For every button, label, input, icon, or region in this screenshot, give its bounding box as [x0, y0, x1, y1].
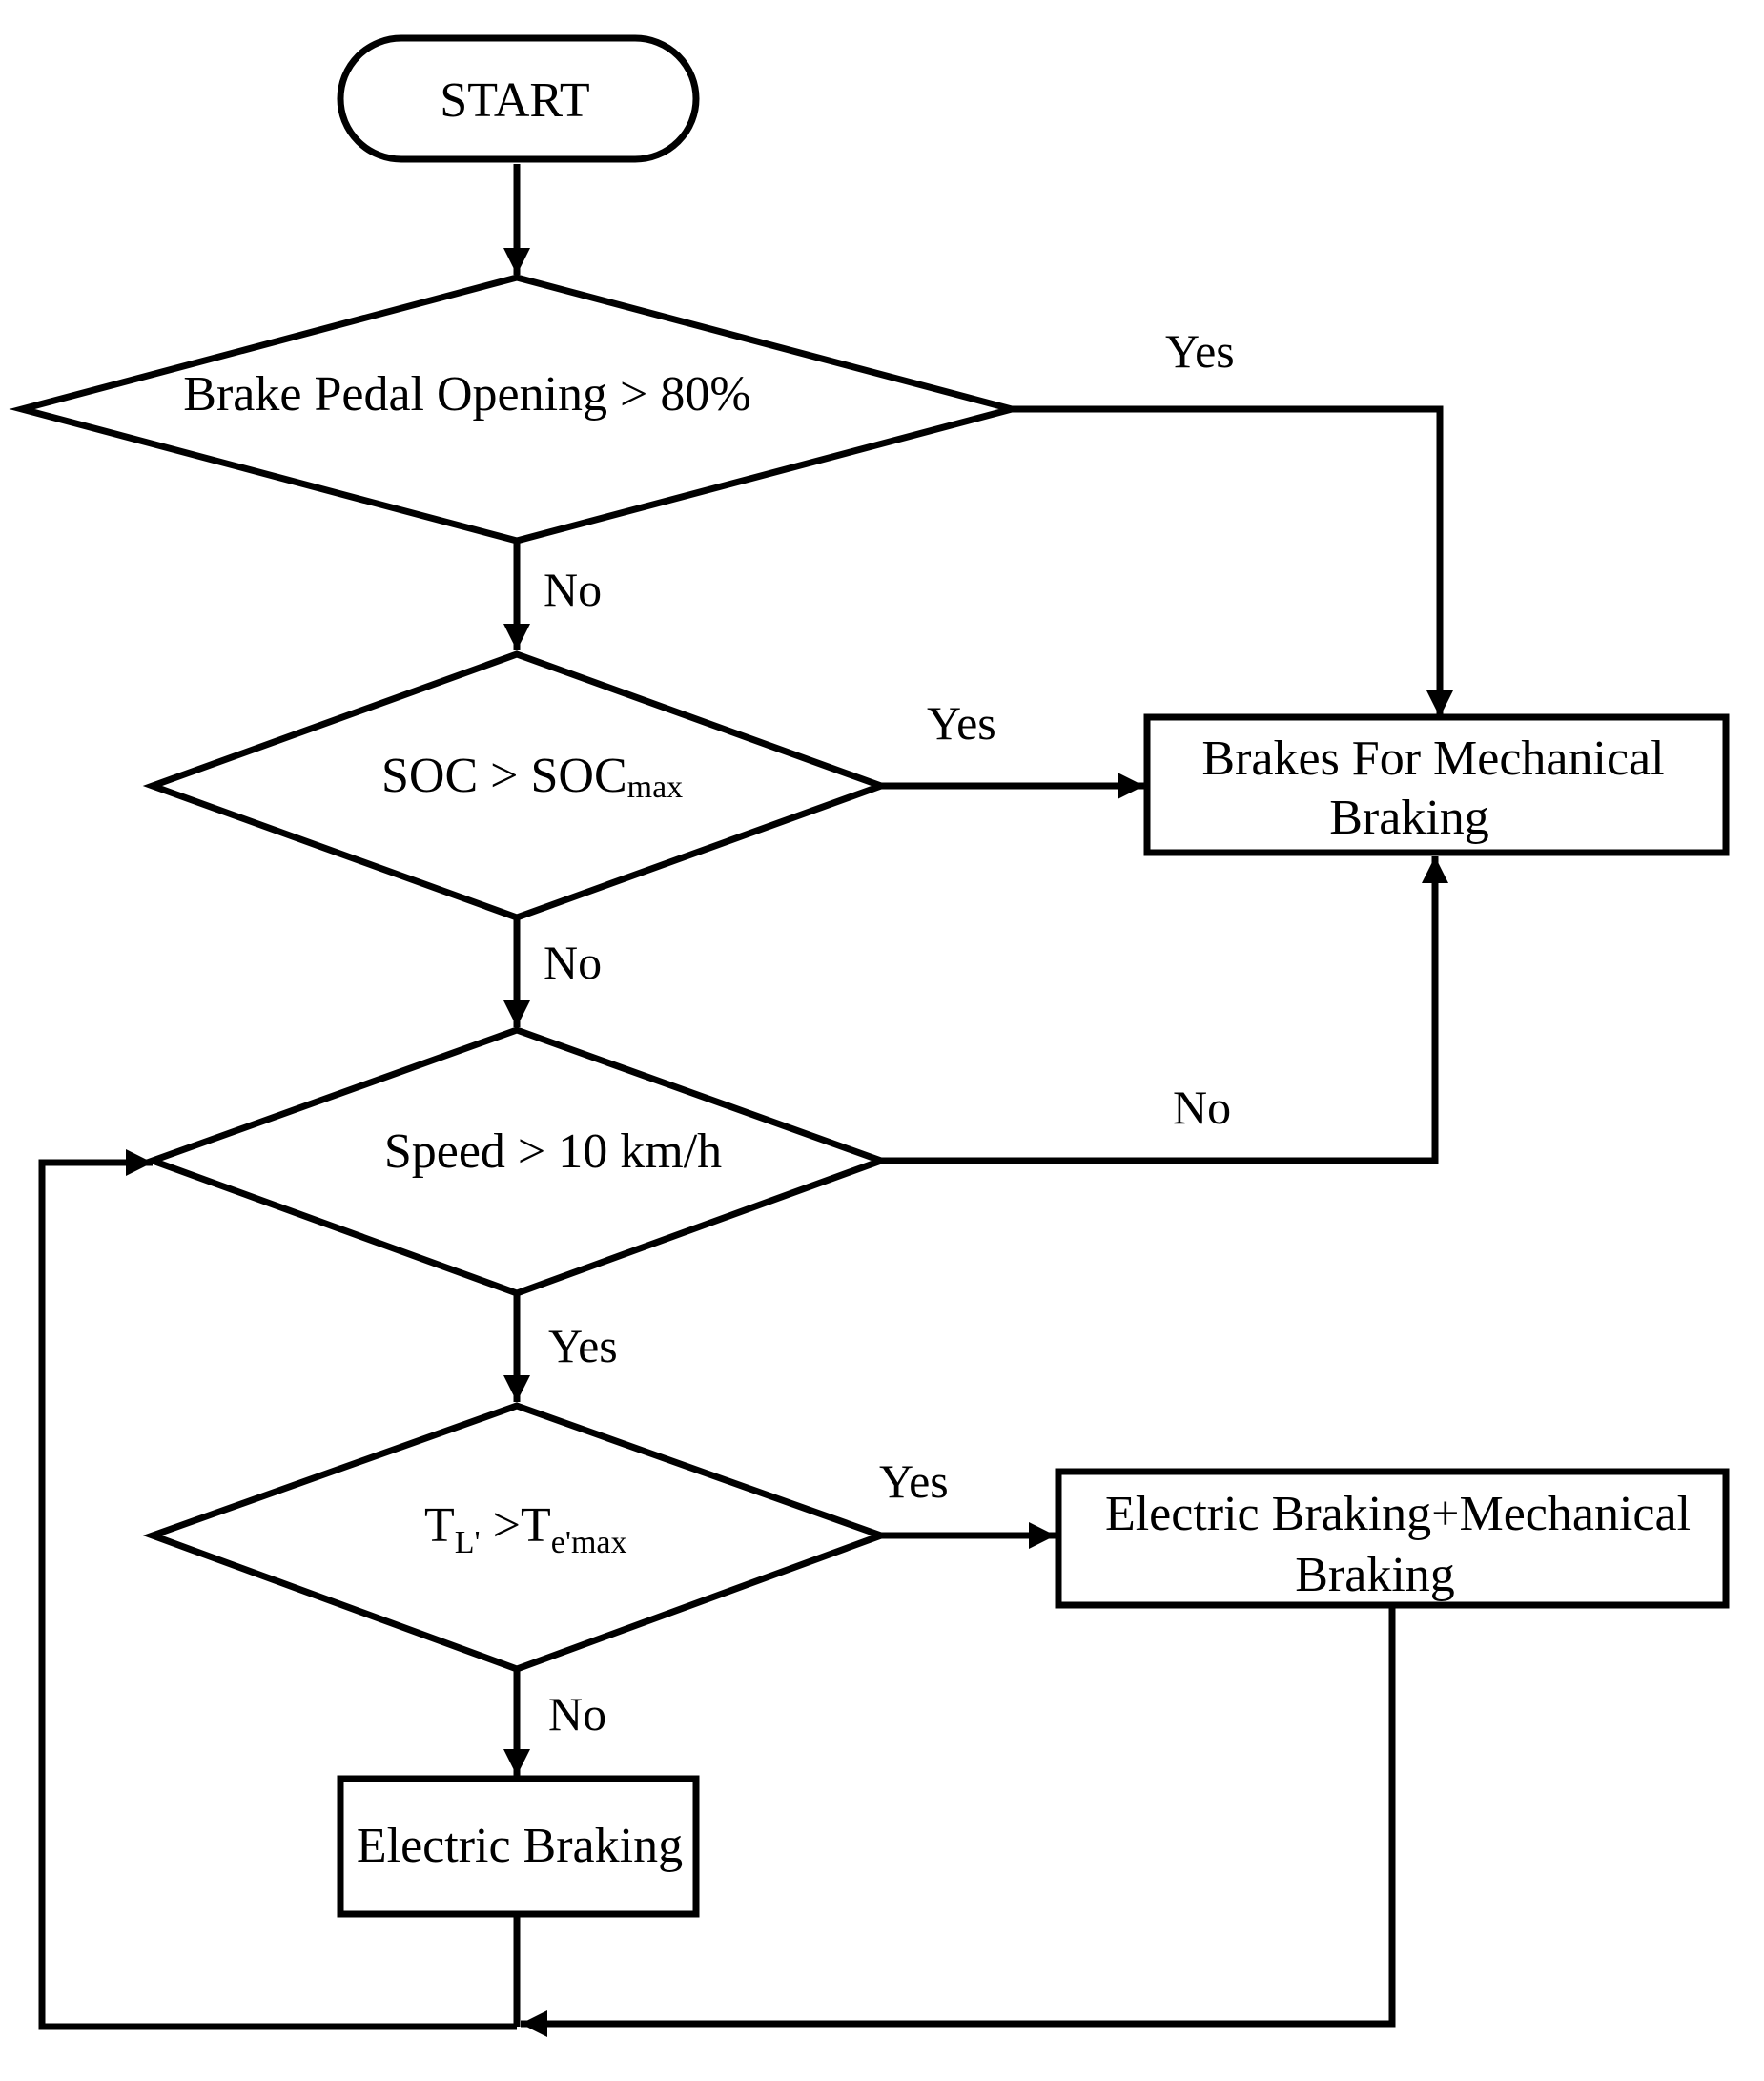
combined-braking-line1: Electric Braking+Mechanical: [1105, 1487, 1691, 1541]
soc-yes-label: Yes: [927, 696, 996, 750]
combined-braking-line2: Braking: [1295, 1548, 1455, 1602]
process-electric-braking: Electric Braking: [337, 1775, 700, 1918]
decision-brake-pedal: Brake Pedal Opening > 80%: [9, 274, 1025, 545]
edge-brake-yes: [1012, 405, 1453, 717]
process-combined-braking: Electric Braking+Mechanical Braking: [1055, 1468, 1730, 1609]
mechanical-braking-line1: Brakes For Mechanical: [1201, 731, 1664, 786]
start-terminal: START: [337, 34, 700, 163]
decision-speed-label: Speed > 10 km/h: [384, 1124, 722, 1179]
brake-yes-label: Yes: [1165, 324, 1235, 378]
process-mechanical-braking: Brakes For Mechanical Braking: [1143, 713, 1730, 856]
decision-torque-label: TL' >Te'max: [424, 1498, 627, 1560]
electric-braking-label: Electric Braking: [357, 1819, 683, 1873]
soc-no-label: No: [544, 936, 602, 989]
decision-soc: SOC > SOCmax: [142, 650, 892, 921]
brake-no-label: No: [544, 563, 602, 616]
edge-labels: Yes No Yes No No Yes Yes No: [544, 324, 1235, 1741]
speed-no-label: No: [1173, 1081, 1231, 1134]
torque-no-label: No: [548, 1687, 606, 1741]
decision-speed: Speed > 10 km/h: [142, 1026, 892, 1297]
start-label: START: [440, 73, 589, 128]
edge-loop-back-to-speed: [38, 1149, 517, 2030]
decision-soc-label: SOC > SOCmax: [381, 749, 683, 805]
edge-speed-no: [881, 856, 1448, 1164]
edge-combined-return: [521, 1608, 1396, 2037]
speed-yes-label: Yes: [548, 1319, 618, 1372]
torque-yes-label: Yes: [879, 1454, 949, 1508]
connectors: [38, 164, 1453, 2037]
decision-torque: TL' >Te'max: [142, 1402, 892, 1673]
decision-brake-pedal-label: Brake Pedal Opening > 80%: [183, 367, 750, 422]
mechanical-braking-line2: Braking: [1329, 791, 1489, 845]
